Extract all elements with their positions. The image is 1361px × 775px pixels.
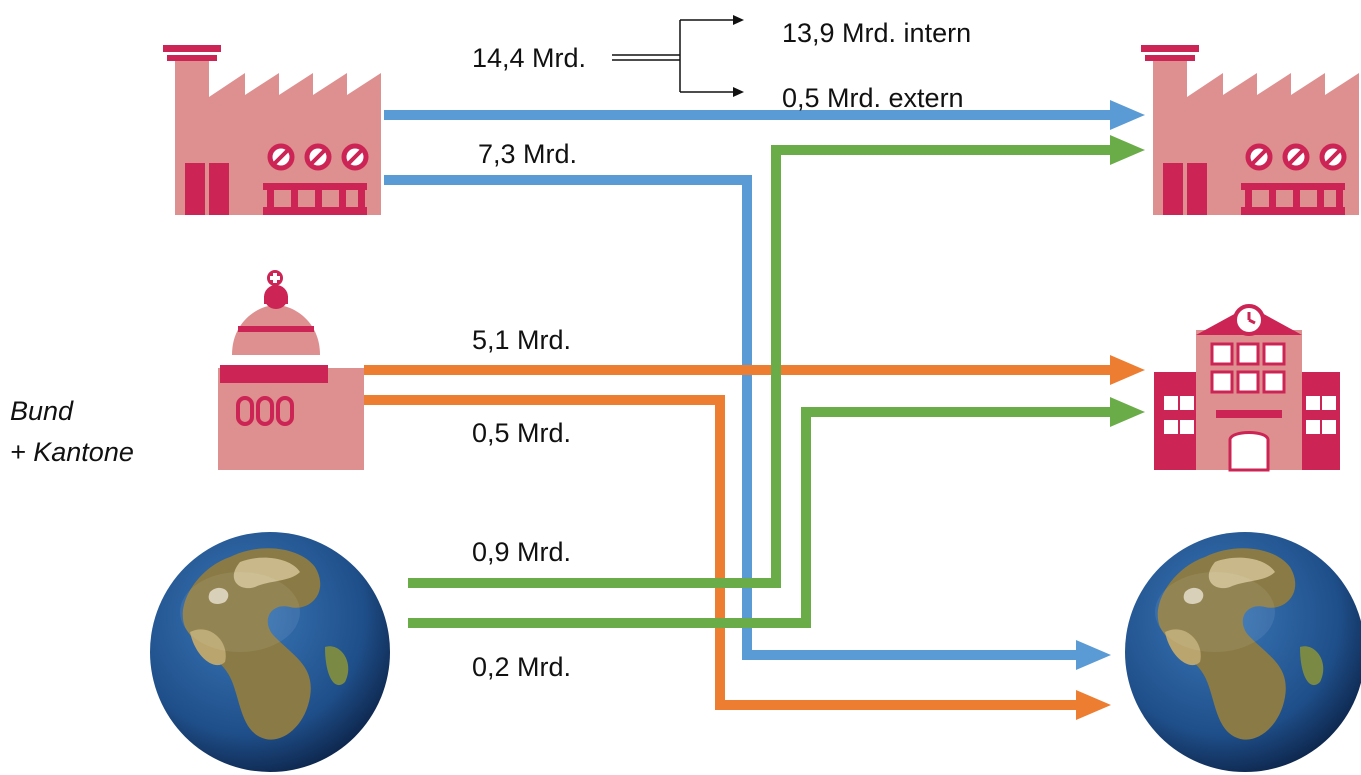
flow-abroad-to-business [408, 145, 1112, 588]
earth-globe-icon [150, 532, 390, 772]
amount-label-0-5: 0,5 Mrd. [472, 418, 571, 448]
flow-government-to-abroad [364, 395, 1080, 710]
arrowhead [1110, 135, 1145, 165]
amount-label-0-9: 0,9 Mrd. [472, 537, 571, 567]
government-label-line1: Bund [10, 396, 74, 426]
flow-abroad-to-university [408, 407, 1112, 628]
arrowhead [1110, 355, 1145, 385]
arrowhead [733, 87, 744, 97]
government-label-line2: + Kantone [10, 437, 134, 467]
amount-label-7-3: 7,3 Mrd. [478, 139, 577, 169]
arrowhead [1076, 690, 1111, 720]
government-dome-icon [218, 270, 364, 470]
flow-business-to-abroad [384, 175, 1080, 660]
amount-label-14-4: 14,4 Mrd. [472, 43, 586, 73]
amount-label-5-1: 5,1 Mrd. [472, 325, 571, 355]
split-bracket [612, 19, 735, 93]
factory-icon [163, 45, 381, 215]
earth-globe-icon [1125, 532, 1361, 772]
arrowhead [1076, 640, 1111, 670]
arrowhead [733, 15, 744, 25]
arrowhead [1110, 100, 1145, 130]
factory-icon [1141, 45, 1359, 215]
school-building-icon [1154, 304, 1340, 472]
amount-label-0-2: 0,2 Mrd. [472, 652, 571, 682]
arrowhead [1110, 397, 1145, 427]
amount-label-intern: 13,9 Mrd. intern [782, 18, 971, 48]
amount-label-extern: 0,5 Mrd. extern [782, 83, 964, 113]
